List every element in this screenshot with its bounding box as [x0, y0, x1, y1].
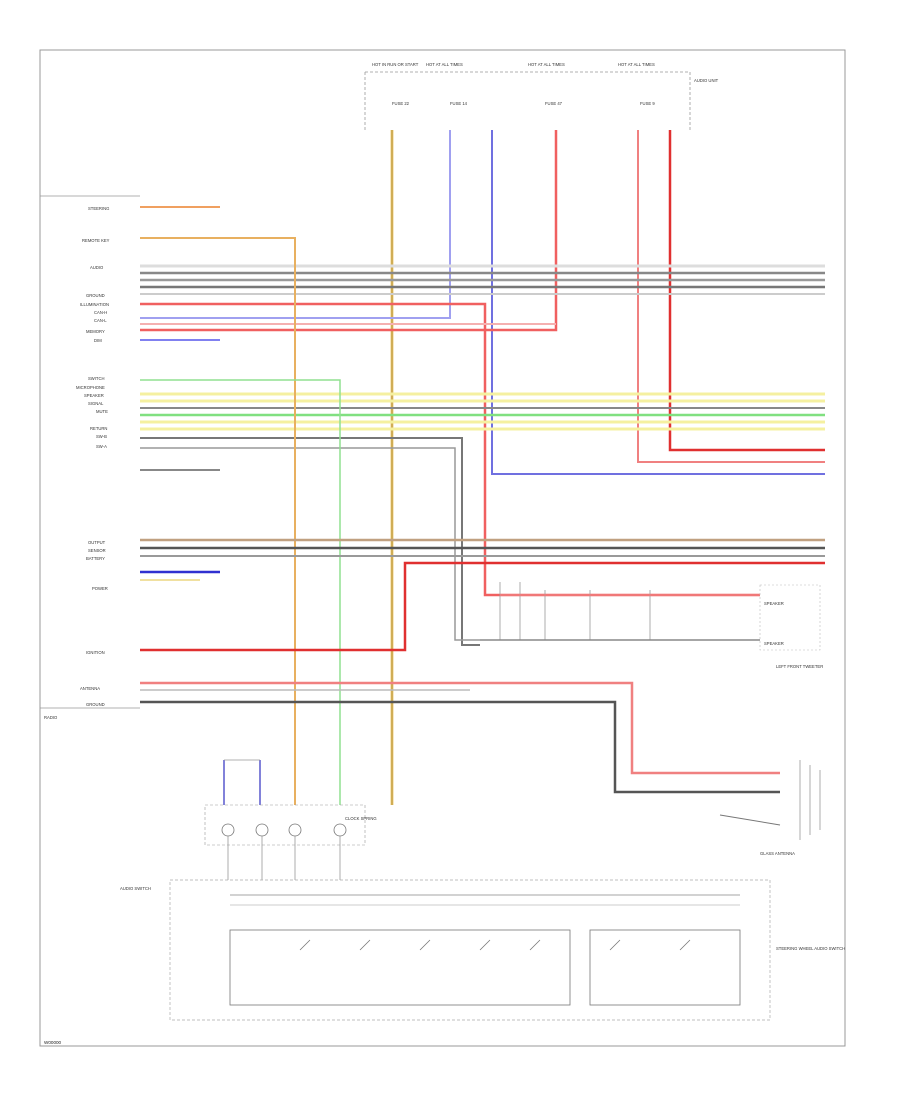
- fuse-id-3: FUSE 47: [545, 101, 563, 106]
- pin-label-2: REMOTE KEY: [82, 238, 110, 243]
- fuse-box: [364, 71, 691, 130]
- fuse-labels: HOT IN RUN OR START HOT AT ALL TIMES HOT…: [372, 62, 655, 106]
- wire-gray-drop-2: [140, 447, 480, 641]
- bus-yellow-green: [140, 392, 825, 431]
- wire-green-down: [140, 379, 341, 805]
- pin-label-1: STEERING: [88, 206, 109, 211]
- wire-red-antenna: [140, 681, 780, 775]
- pin-label-7: CAN-L: [94, 318, 107, 323]
- pin-label-24: GROUND: [86, 702, 105, 707]
- fuse-id-2: FUSE 14: [450, 101, 468, 106]
- right-label-5: GLASS ANTENNA: [760, 851, 795, 856]
- pin-label-18: OUTPUT: [88, 540, 106, 545]
- tweeter-box: [480, 582, 821, 651]
- right-label-7: AUDIO SWITCH: [120, 886, 151, 891]
- fuse-label-4: HOT AT ALL TIMES: [618, 62, 655, 67]
- right-label-1: AUDIO UNIT: [694, 78, 719, 83]
- fuse-id-1: FUSE 22: [392, 101, 410, 106]
- pin-label-13: SIGNAL: [88, 401, 104, 406]
- wire-gray-antenna: [140, 700, 780, 794]
- clock-spring-area: [204, 759, 366, 880]
- fuse-label-2: HOT AT ALL TIMES: [426, 62, 463, 67]
- right-label-2: SPEAKER: [764, 601, 784, 606]
- left-pin-labels: STEERING REMOTE KEY AUDIO GROUND ILLUMIN…: [76, 206, 110, 707]
- pin-label-9: DIM: [94, 338, 102, 343]
- fuse-label-1: HOT IN RUN OR START: [372, 62, 419, 67]
- pin-label-14: MUTE: [96, 409, 108, 414]
- bus-gray: [140, 264, 825, 295]
- wire-blue-vertical: [140, 130, 451, 319]
- pin-label-19: SENSOR: [88, 548, 106, 553]
- fuse-id-4: FUSE 9: [640, 101, 655, 106]
- steering-switch-box: [169, 879, 771, 1021]
- pin-label-5: ILLUMINATION: [80, 302, 109, 307]
- right-labels: AUDIO UNIT SPEAKER SPEAKER LEFT FRONT TW…: [44, 78, 845, 951]
- right-label-6: STEERING WHEEL AUDIO SWITCH: [776, 946, 845, 951]
- right-label-8: CLOCK SPRING: [345, 816, 377, 821]
- wire-red-bus: [140, 302, 760, 597]
- diagram-frame: [39, 49, 846, 1047]
- wire-red-vertical-1: [140, 130, 558, 332]
- footer-code: W00000: [44, 1040, 62, 1045]
- bus-middle: [140, 538, 825, 557]
- pin-label-20: BATTERY: [86, 556, 105, 561]
- right-label-4: LEFT FRONT TWEETER: [776, 664, 823, 669]
- wire-orange-down: [140, 237, 296, 805]
- wire-blue-right-vertical: [491, 130, 825, 475]
- fuse-label-3: HOT AT ALL TIMES: [528, 62, 565, 67]
- pin-label-10: SWITCH: [88, 376, 105, 381]
- pin-label-3: AUDIO: [90, 265, 104, 270]
- pin-label-15: RETURN: [90, 426, 107, 431]
- wire-gray-drop-1: [140, 437, 480, 646]
- right-label-3: SPEAKER: [764, 641, 784, 646]
- wire-red-vertical-3: [668, 130, 825, 452]
- right-label-9: RADIO: [44, 715, 58, 720]
- pin-label-12: SPEAKER: [84, 393, 104, 398]
- pin-label-23: ANTENNA: [80, 686, 100, 691]
- wire-red-middle: [140, 561, 825, 652]
- pin-label-4: GROUND: [86, 293, 105, 298]
- pin-label-8: MEMORY: [86, 329, 105, 334]
- glass-antenna: [719, 760, 821, 840]
- pin-label-11: MICROPHONE: [76, 385, 105, 390]
- pin-label-21: POWER: [92, 586, 108, 591]
- pin-label-17: SW-A: [96, 444, 107, 449]
- pin-label-6: CAN-H: [94, 310, 107, 315]
- pin-label-16: SW-B: [96, 434, 107, 439]
- pin-label-22: IGNITION: [86, 650, 105, 655]
- wire-red-vertical-2: [637, 130, 825, 463]
